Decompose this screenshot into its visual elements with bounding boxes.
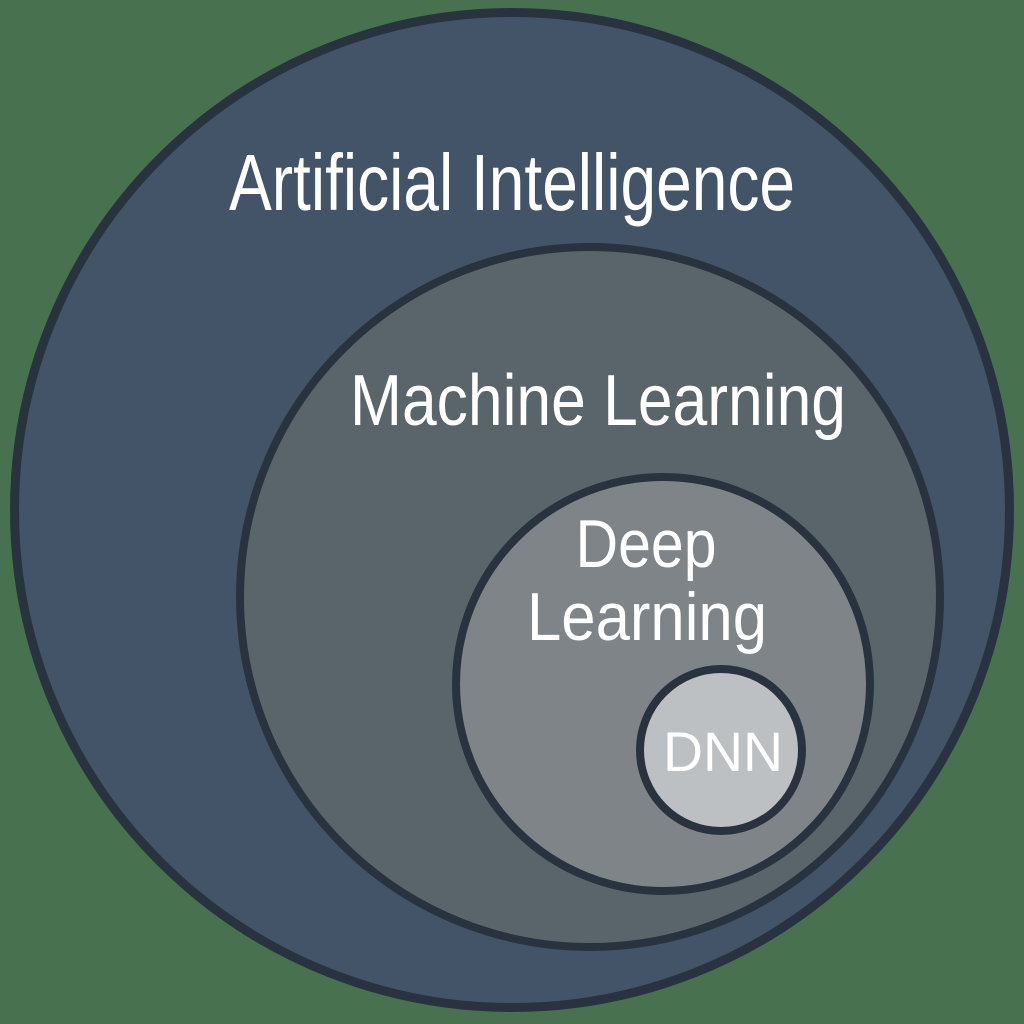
circle-dnn [636, 665, 806, 835]
label-deep-learning-line2: Learning [527, 579, 767, 655]
label-dnn: DNN [663, 720, 783, 783]
label-deep-learning-line1: Deep [576, 506, 717, 582]
label-machine-learning: Machine Learning [350, 361, 846, 441]
label-artificial-intelligence: Artificial Intelligence [229, 138, 795, 227]
